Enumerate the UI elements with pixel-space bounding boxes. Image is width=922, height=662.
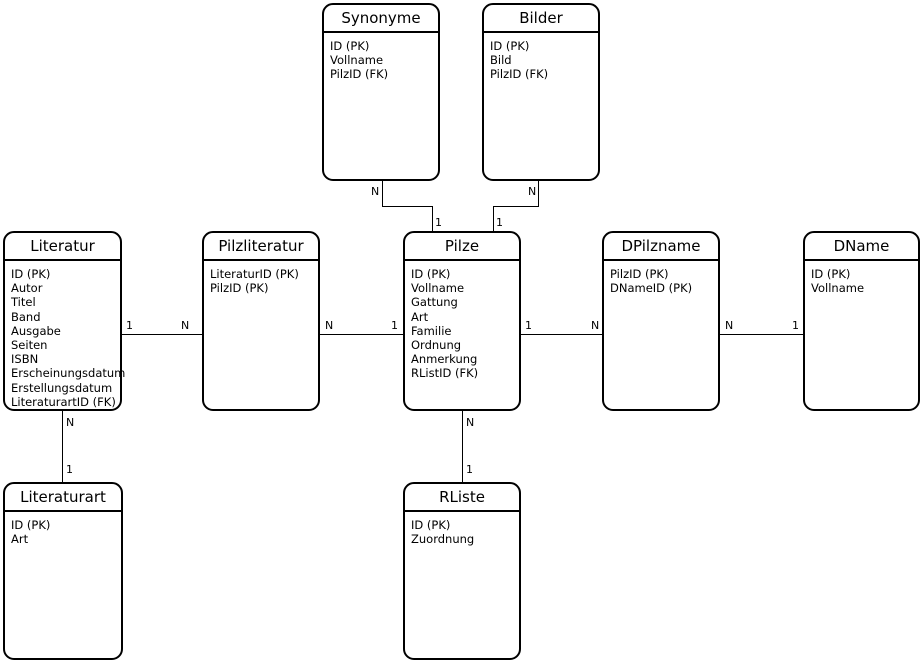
cardinality-label-pilze-rliste: N — [466, 416, 475, 429]
cardinality-label-pilze-rliste: 1 — [466, 463, 473, 476]
entity-field: ID (PK) — [11, 267, 51, 281]
entity-field: ID (PK) — [11, 518, 51, 532]
entity-fields-pilzliteratur: LiteraturID (PK)PilzID (PK) — [204, 261, 318, 295]
entity-field: PilzID (FK) — [330, 67, 389, 82]
entity-field: Vollname — [411, 281, 465, 296]
entity-field: Titel — [11, 295, 36, 310]
entity-field: Vollname — [811, 281, 865, 296]
entity-field: Ausgabe — [11, 323, 61, 338]
entity-field: Band — [11, 309, 41, 324]
cardinality-label-bilder-pilze: 1 — [496, 216, 503, 229]
cardinality-label-literatur-pilzliteratur: 1 — [126, 319, 133, 332]
entity-field: Anmerkung — [411, 352, 478, 367]
entity-field: Art — [11, 532, 29, 547]
entity-field: PilzID (FK) — [490, 67, 549, 82]
cardinality-label-dpilzname-dname: 1 — [792, 319, 799, 332]
entity-field: Erstellungsdatum — [11, 380, 113, 395]
entity-field: LiteraturartID (FK) — [11, 394, 116, 409]
cardinality-label-pilzliteratur-pilze: 1 — [391, 319, 398, 332]
connector-line-bilder-pilze — [493, 206, 494, 231]
entity-field: ID (PK) — [490, 39, 530, 53]
entity-title-bilder: Bilder — [484, 5, 598, 33]
connector-line-bilder-pilze — [493, 206, 539, 207]
entity-field: Zuordnung — [411, 532, 475, 547]
cardinality-label-bilder-pilze: N — [528, 185, 537, 198]
cardinality-label-literatur-pilzliteratur: N — [181, 319, 190, 332]
entity-field: ID (PK) — [330, 39, 370, 53]
entity-fields-rliste: ID (PK)Zuordnung — [405, 512, 519, 546]
entity-field: ID (PK) — [411, 518, 451, 532]
connector-line-bilder-pilze — [538, 181, 539, 207]
entity-field: Bild — [490, 53, 512, 68]
entity-title-rliste: RListe — [405, 484, 519, 512]
entity-field: PilzID (PK) — [610, 267, 669, 281]
entity-title-synonyme: Synonyme — [324, 5, 438, 33]
connector-line-pilzliteratur-pilze — [319, 334, 404, 335]
connector-line-pilze-dpilzname — [520, 334, 603, 335]
cardinality-label-synonyme-pilze: 1 — [435, 216, 442, 229]
entity-field: Ordnung — [411, 338, 462, 353]
entity-title-dname: DName — [805, 233, 918, 261]
entity-field: Erscheinungsdatum — [11, 366, 126, 381]
entity-field: Autor — [11, 281, 43, 296]
entity-field: Art — [411, 309, 429, 324]
cardinality-label-pilze-dpilzname: N — [591, 319, 600, 332]
entity-field: Seiten — [11, 338, 48, 353]
cardinality-label-literatur-literaturart: N — [66, 416, 75, 429]
connector-line-synonyme-pilze — [382, 181, 383, 207]
entity-field: RListID (FK) — [411, 366, 479, 381]
cardinality-label-pilze-dpilzname: 1 — [525, 319, 532, 332]
entity-field: Gattung — [411, 295, 458, 310]
entity-field: Vollname — [330, 53, 384, 68]
entity-field: ID (PK) — [411, 267, 451, 281]
entity-field: ISBN — [11, 352, 39, 367]
connector-line-synonyme-pilze — [432, 206, 433, 231]
cardinality-label-synonyme-pilze: N — [371, 185, 380, 198]
connector-line-dpilzname-dname — [719, 334, 804, 335]
entity-fields-dpilzname: PilzID (PK)DNameID (PK) — [604, 261, 718, 295]
entity-field: PilzID (PK) — [210, 281, 269, 296]
connector-line-synonyme-pilze — [382, 206, 433, 207]
entity-title-dpilzname: DPilzname — [604, 233, 718, 261]
entity-title-pilze: Pilze — [405, 233, 519, 261]
connector-line-literatur-literaturart — [62, 410, 63, 483]
cardinality-label-dpilzname-dname: N — [725, 319, 734, 332]
connector-line-pilze-rliste — [462, 410, 463, 483]
cardinality-label-pilzliteratur-pilze: N — [325, 319, 334, 332]
entity-field: DNameID (PK) — [610, 281, 693, 296]
entity-field: LiteraturID (PK) — [210, 267, 299, 281]
connector-line-literatur-pilzliteratur — [121, 334, 202, 335]
entity-title-literaturart: Literaturart — [5, 484, 121, 512]
entity-field: ID (PK) — [811, 267, 851, 281]
entity-fields-dname: ID (PK)Vollname — [805, 261, 918, 295]
entity-field: Familie — [411, 323, 452, 338]
entity-title-pilzliteratur: Pilzliteratur — [204, 233, 318, 261]
entity-title-literatur: Literatur — [5, 233, 120, 261]
entity-fields-literaturart: ID (PK)Art — [5, 512, 121, 546]
cardinality-label-literatur-literaturart: 1 — [66, 463, 73, 476]
